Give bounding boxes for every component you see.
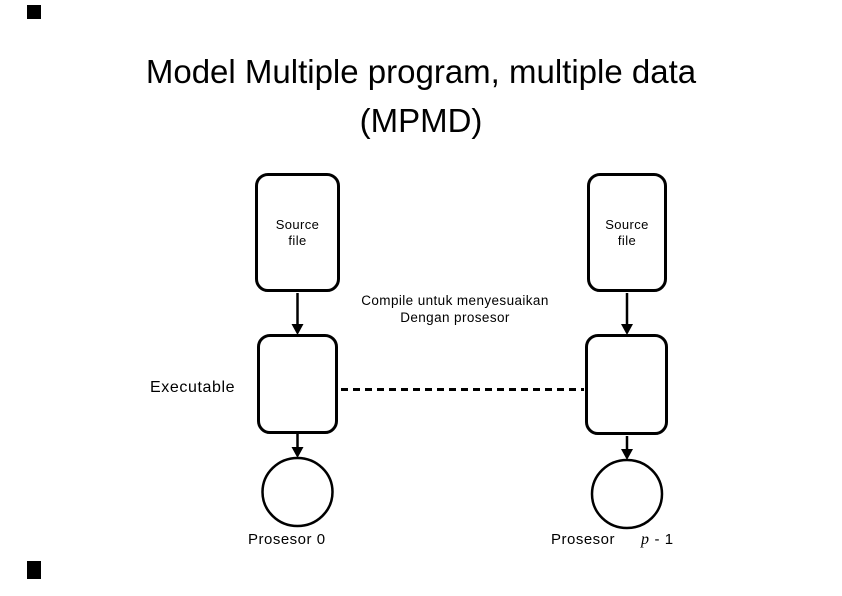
arrow-source-to-executable-left (291, 293, 304, 335)
corner-mark-top-left (27, 5, 41, 19)
source-file-label-line2: file (617, 232, 637, 248)
source-file-label-line1: Source (605, 216, 649, 232)
executable-box-right (585, 334, 668, 435)
source-file-box-right: Source file (587, 173, 667, 292)
slide-title: Model Multiple program, multiple data (M… (0, 47, 842, 145)
arrow-executable-to-processor-right (621, 436, 633, 460)
compile-note-line-1: Compile untuk menyesuaikan (361, 293, 549, 308)
processor-label-left: Prosesor 0 (248, 531, 326, 548)
executable-label: Executable (150, 379, 236, 396)
processor-right-suffix: - 1 (654, 531, 674, 548)
executable-box-left (257, 334, 338, 434)
processor-circle-left (261, 456, 334, 528)
source-file-box-left: Source file (255, 173, 340, 292)
source-file-label-line1: Source (275, 216, 320, 232)
slide-title-line-1: Model Multiple program, multiple data (145, 53, 697, 90)
source-file-label-line2: file (288, 232, 307, 248)
corner-mark-bottom-left (27, 561, 41, 579)
slide-title-line-2: (MPMD) (359, 102, 483, 139)
processor-label-right: Prosesor p- 1 (551, 531, 674, 549)
processor-circle-right (590, 458, 664, 530)
arrow-executable-to-processor-left (291, 434, 304, 458)
arrow-source-to-executable-right (621, 293, 633, 335)
processor-right-variable: p (641, 531, 650, 548)
compile-note: Compile untuk menyesuaikan Dengan proses… (300, 292, 610, 326)
processor-right-prefix: Prosesor (551, 531, 616, 548)
compile-note-line-2: Dengan prosesor (400, 310, 510, 325)
